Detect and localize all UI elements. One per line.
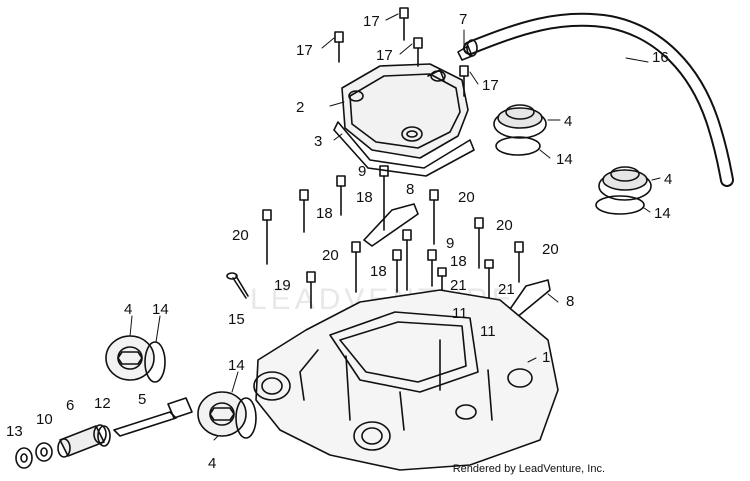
callout-18: 18	[450, 253, 467, 270]
callout-7: 7	[459, 11, 467, 28]
callout-15: 15	[228, 311, 245, 328]
callout-18: 18	[316, 205, 333, 222]
callout-19: 19	[274, 277, 291, 294]
callout-11: 11	[452, 305, 468, 322]
head-cover-bolts	[334, 7, 469, 97]
callout-17: 17	[376, 47, 393, 64]
callout-11: 11	[480, 323, 496, 340]
tappet-cap-upper	[493, 104, 547, 156]
tappet-cap-lower	[595, 166, 652, 215]
callout-16: 16	[652, 49, 669, 66]
callout-14: 14	[556, 151, 573, 168]
hose-clip	[457, 29, 473, 61]
tappet-cap-left-lower	[197, 391, 257, 439]
callout-10: 10	[36, 411, 53, 428]
callout-17: 17	[296, 42, 313, 59]
callout-20: 20	[542, 241, 559, 258]
callout-14: 14	[152, 301, 169, 318]
head-bolts	[262, 165, 524, 316]
callout-20: 20	[322, 247, 339, 264]
callout-9: 9	[358, 163, 366, 180]
callout-4: 4	[124, 301, 132, 318]
callout-3: 3	[314, 133, 322, 150]
callout-4: 4	[208, 455, 216, 472]
head-cover-gasket	[333, 121, 475, 177]
callout-14: 14	[654, 205, 671, 222]
callout-4: 4	[664, 171, 672, 188]
cylinder-head	[253, 289, 559, 471]
callout-5: 5	[138, 391, 146, 408]
callout-14: 14	[228, 357, 245, 374]
callout-21: 21	[498, 281, 515, 298]
callout-8: 8	[406, 181, 414, 198]
callout-17: 17	[482, 77, 499, 94]
callout-9: 9	[446, 235, 454, 252]
callout-20: 20	[458, 189, 475, 206]
callout-20: 20	[232, 227, 249, 244]
callout-2: 2	[296, 99, 304, 116]
leader-lines	[129, 13, 661, 441]
callout-21: 21	[450, 277, 467, 294]
callout-12: 12	[94, 395, 111, 412]
render-credit: Rendered by LeadVenture, Inc.	[452, 463, 605, 475]
breather-hose	[463, 12, 734, 187]
tappet-cap-left-upper	[105, 335, 166, 383]
callout-13: 13	[6, 423, 23, 440]
callout-4: 4	[564, 113, 572, 130]
callout-18: 18	[356, 189, 373, 206]
callout-20: 20	[496, 217, 513, 234]
callout-8: 8	[566, 293, 574, 310]
callout-1: 1	[542, 349, 550, 366]
oil-brackets	[363, 203, 551, 319]
callout-18: 18	[370, 263, 387, 280]
callout-labels: 17 17 17 17 7 16 2 3 4 14 4 14 9 18 8 20…	[6, 11, 672, 472]
tachometer-gear-assembly	[15, 397, 193, 469]
callout-17: 17	[363, 13, 380, 30]
callout-6: 6	[66, 397, 74, 414]
small-screw	[226, 272, 249, 299]
head-cover	[341, 63, 469, 159]
